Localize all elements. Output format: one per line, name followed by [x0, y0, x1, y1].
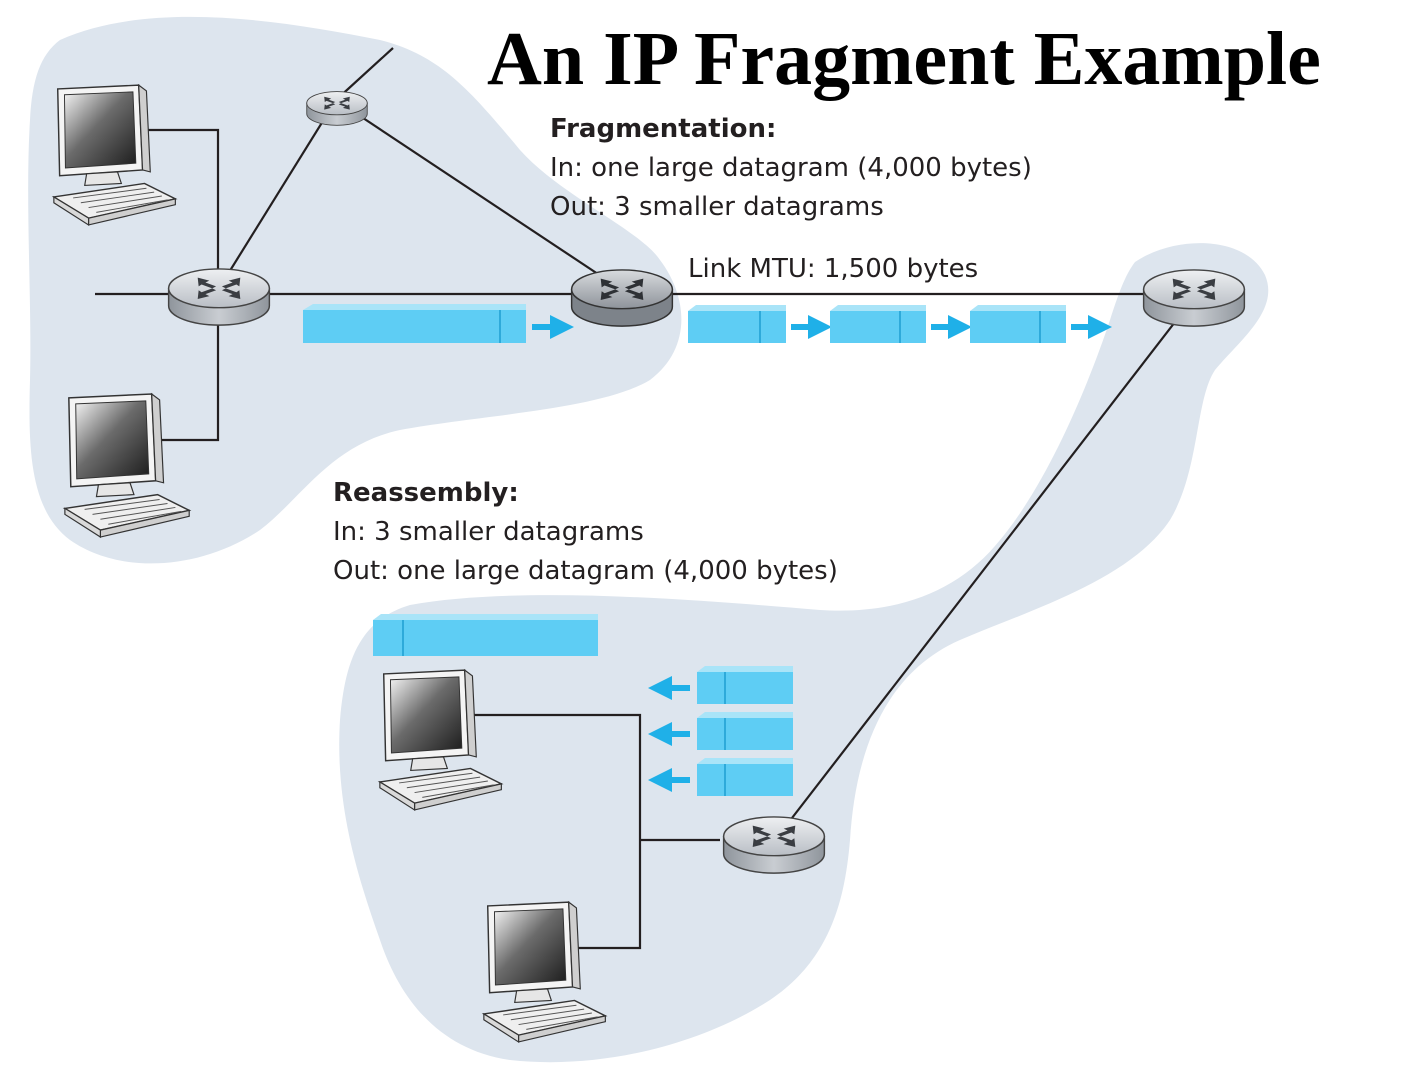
reassembly-in: In: 3 smaller datagrams	[333, 517, 644, 547]
source-network-region	[28, 16, 682, 564]
page-title: An IP Fragment Example	[487, 17, 1321, 101]
lan-line-top-computer	[132, 128, 220, 294]
link-left-router-top-router	[217, 99, 337, 291]
fragmentation-in: In: one large datagram (4,000 bytes)	[550, 153, 1032, 183]
fragment-2	[830, 305, 926, 343]
large-datagram-in	[303, 304, 526, 343]
link-right-router-dest-router	[774, 299, 1193, 841]
large-datagram-out	[373, 614, 598, 656]
router-icon	[1142, 269, 1246, 327]
router-icon	[722, 816, 826, 874]
arrived-fragment-3	[697, 758, 793, 796]
fragmentation-out: Out: 3 smaller datagrams	[550, 192, 884, 222]
reassembly-note: Reassembly: In: 3 smaller datagrams Out:…	[333, 474, 838, 591]
reassembly-heading: Reassembly:	[333, 478, 519, 508]
router-icon	[570, 269, 674, 327]
router-icon	[306, 90, 368, 126]
dest-lan-top-computer	[470, 713, 642, 950]
fragmentation-note: Fragmentation: In: one large datagram (4…	[550, 110, 1032, 227]
reassembly-out: Out: one large datagram (4,000 bytes)	[333, 556, 838, 586]
link-mtu-label: Link MTU: 1,500 bytes	[688, 254, 979, 284]
fragmentation-heading: Fragmentation:	[550, 114, 777, 144]
arrived-fragment-1	[697, 666, 793, 704]
link-top-router-edge-router	[335, 99, 623, 291]
arrived-fragment-2	[697, 712, 793, 750]
fragment-3	[970, 305, 1066, 343]
fragment-1	[688, 305, 786, 343]
router-icon	[167, 268, 271, 326]
destination-network-region	[339, 243, 1269, 1063]
uplink-line	[335, 47, 394, 101]
